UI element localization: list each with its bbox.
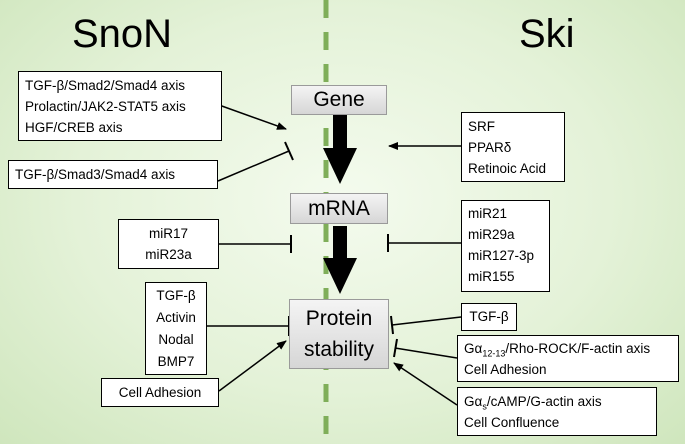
galpha-symbol: Gα xyxy=(464,341,483,356)
ski-mirna-item: miR29a xyxy=(468,227,515,242)
ski-galpha12-inhibition-bar xyxy=(393,338,398,358)
galpha-subscript: 12-13 xyxy=(482,348,506,359)
snon-gene-activators-box: TGF-β/Smad2/Smad4 axis Prolactin/JAK2-ST… xyxy=(18,71,222,141)
ski-tgfb-item: TGF-β xyxy=(469,309,509,324)
snon-gene-inhibitor-item: TGF-β/Smad3/Smad4 axis xyxy=(15,167,176,182)
galpha12-pathway: /Rho-ROCK/F-actin axis xyxy=(505,341,651,356)
snon-gene-activator-item: TGF-β/Smad2/Smad4 axis xyxy=(25,78,186,93)
snon-column-title: SnoN xyxy=(72,12,173,56)
ski-galphas-line2: Cell Confluence xyxy=(464,415,560,430)
ski-galpha12-inhibition-line xyxy=(394,347,458,359)
ski-gene-activator-item: Retinoic Acid xyxy=(468,161,547,176)
snon-gene-inhibition-bar xyxy=(284,141,294,161)
protein-stability-label-line2: stability xyxy=(303,338,375,361)
ski-mirna-box: miR21 miR29a miR127-3p miR155 xyxy=(461,200,550,292)
snon-protein-inhibitor-item: BMP7 xyxy=(157,354,195,369)
snon-gene-activator-item: Prolactin/JAK2-STAT5 axis xyxy=(25,99,186,114)
ski-tgfb-box: TGF-β xyxy=(461,303,517,331)
snon-gene-inhibition-line xyxy=(217,150,290,182)
snon-mirna-item: miR17 xyxy=(148,226,188,241)
ski-galpha12-box: Gα12-13/Rho-ROCK/F-actin axis Cell Adhes… xyxy=(457,335,679,382)
mrna-node-label: mRNA xyxy=(308,197,370,220)
snon-gene-activator-item: HGF/CREB axis xyxy=(25,120,123,135)
snon-mirna-box: miR17 miR23a xyxy=(118,219,219,269)
snon-protein-inhibitors-box: TGF-β Activin Nodal BMP7 xyxy=(145,282,207,375)
snon-cell-adhesion-box: Cell Adhesion xyxy=(101,378,219,407)
ski-galpha12-line1: Gα12-13/Rho-ROCK/F-actin axis xyxy=(464,338,678,359)
protein-stability-node: Protein stability xyxy=(289,299,389,369)
gene-to-mrna-arrow xyxy=(323,114,357,184)
ski-gene-activators-box: SRF PPARδ Retinoic Acid xyxy=(461,112,565,182)
ski-galpha12-line2: Cell Adhesion xyxy=(464,362,547,377)
snon-cell-adhesion-item: Cell Adhesion xyxy=(118,385,202,400)
protein-stability-label-line1: Protein xyxy=(305,307,373,330)
mrna-node: mRNA xyxy=(290,193,388,224)
galphas-pathway: /cAMP/G-actin axis xyxy=(486,394,602,409)
ski-galphas-line1: Gαs/cAMP/G-actin axis xyxy=(464,391,656,412)
ski-gene-activator-item: PPARδ xyxy=(468,140,512,155)
snon-protein-inhibitor-item: Activin xyxy=(156,310,196,325)
snon-gene-activation-arrow xyxy=(218,104,287,130)
snon-protein-inhibitor-item: TGF-β xyxy=(156,288,196,303)
snon-protein-inhibitor-item: Nodal xyxy=(158,332,194,347)
snon-gene-inhibitor-box: TGF-β/Smad3/Smad4 axis xyxy=(8,160,218,189)
snon-mirna-item: miR23a xyxy=(145,247,192,262)
ski-mirna-item: miR21 xyxy=(468,206,508,221)
galpha-subscript: s xyxy=(482,401,487,412)
ski-galphas-activation-arrow xyxy=(393,362,458,406)
ski-tgfb-inhibition-line xyxy=(391,316,462,326)
ski-tgfb-inhibition-bar xyxy=(390,315,394,335)
ski-galphas-box: Gαs/cAMP/G-actin axis Cell Confluence xyxy=(457,387,657,436)
gene-node: Gene xyxy=(291,85,387,115)
ski-mirna-item: miR155 xyxy=(468,269,515,284)
ski-mirna-item: miR127-3p xyxy=(468,248,535,263)
mrna-to-protein-arrow xyxy=(323,226,357,294)
ski-gene-activator-item: SRF xyxy=(468,119,495,134)
snon-adhesion-activation-arrow xyxy=(218,340,287,392)
galpha-symbol: Gα xyxy=(464,394,483,409)
ski-column-title: Ski xyxy=(519,12,575,56)
gene-node-label: Gene xyxy=(313,88,365,111)
